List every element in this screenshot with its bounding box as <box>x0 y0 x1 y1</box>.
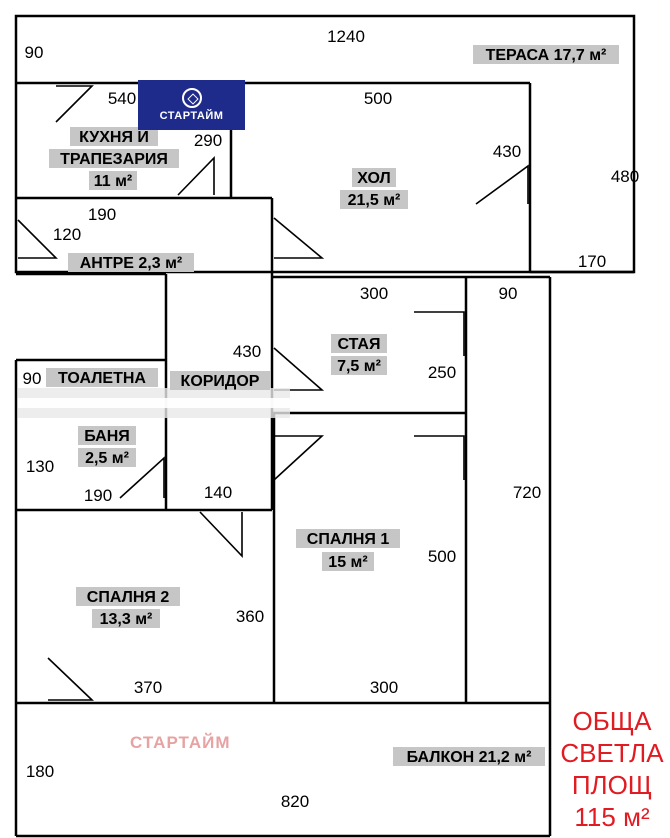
kitchen-label-line2: ТРАПЕЗАРИЯ <box>60 151 168 168</box>
dim-bath-190: 190 <box>84 486 112 505</box>
corridor-label: КОРИДОР <box>181 373 260 390</box>
dim-room-300: 300 <box>360 284 388 303</box>
total-area-line3: ПЛОЩ <box>571 770 653 800</box>
dim-bedroom1-300: 300 <box>370 678 398 697</box>
dim-entry-120: 120 <box>53 225 81 244</box>
bedroom2-label: СПАЛНЯ 2 <box>87 589 170 606</box>
dim-hall-430: 430 <box>493 142 521 161</box>
partition-blur-inner <box>18 398 290 408</box>
dim-hall-500: 500 <box>364 89 392 108</box>
brand-logo-text: СТАРТАЙМ <box>159 110 224 122</box>
room-labels: ТЕРАСА 17,7 м² КУХНЯ И ТРАПЕЗАРИЯ 11 м² … <box>58 47 606 766</box>
total-area-value: 115 м² <box>574 802 650 832</box>
bath-label: БАНЯ <box>84 428 130 445</box>
terrace-label: ТЕРАСА 17,7 м² <box>486 47 607 64</box>
brand-watermark: СТАРТАЙМ <box>130 733 231 752</box>
hall-area: 21,5 м² <box>348 192 401 209</box>
dim-corridor-430: 430 <box>233 342 261 361</box>
dim-right-90: 90 <box>499 284 518 303</box>
room-label-highlights <box>46 45 619 766</box>
total-area-note: ОБЩА СВЕТЛА ПЛОЩ 115 м² <box>556 705 668 833</box>
dim-kitchen-290: 290 <box>194 131 222 150</box>
dim-bedroom2-360: 360 <box>236 607 264 626</box>
toilet-label: ТОАЛЕТНА <box>58 370 146 387</box>
kitchen-area: 11 м² <box>94 173 133 190</box>
dimension-labels: 1240 90 540 500 290 430 480 190 120 170 … <box>23 27 640 811</box>
dim-balcony-820: 820 <box>281 792 309 811</box>
bedroom1-area: 15 м² <box>328 554 367 571</box>
dim-kitchen-540: 540 <box>108 89 136 108</box>
dim-top-width: 1240 <box>327 27 365 46</box>
dim-left-90-top: 90 <box>25 43 44 62</box>
dim-balcony-180: 180 <box>26 762 54 781</box>
room-area: 7,5 м² <box>337 358 381 375</box>
bedroom1-label: СПАЛНЯ 1 <box>307 531 390 548</box>
dim-bath-130: 130 <box>26 457 54 476</box>
total-area-line1: ОБЩА <box>572 706 652 736</box>
walls <box>14 14 636 838</box>
bath-area: 2,5 м² <box>85 450 129 467</box>
dim-right-720: 720 <box>513 483 541 502</box>
dim-terrace-480: 480 <box>611 167 639 186</box>
dim-corridor-140: 140 <box>204 483 232 502</box>
dim-toilet-90: 90 <box>23 369 42 388</box>
brand-logo: СТАРТАЙМ <box>138 80 245 130</box>
hall-label: ХОЛ <box>357 170 391 187</box>
dim-room-250: 250 <box>428 363 456 382</box>
brand-mark-icon <box>181 88 202 108</box>
bedroom2-area: 13,3 м² <box>100 611 153 628</box>
dim-terrace-170: 170 <box>578 252 606 271</box>
entry-label: АНТРЕ 2,3 м² <box>80 255 183 272</box>
room-label: СТАЯ <box>338 336 381 353</box>
total-area-line2: СВЕТЛА <box>560 738 664 768</box>
dim-bedroom2-370: 370 <box>134 678 162 697</box>
dim-entry-190: 190 <box>88 205 116 224</box>
dim-bedroom1-500: 500 <box>428 547 456 566</box>
kitchen-label-line1: КУХНЯ И <box>79 129 149 146</box>
balcony-label: БАЛКОН 21,2 м² <box>407 749 532 766</box>
